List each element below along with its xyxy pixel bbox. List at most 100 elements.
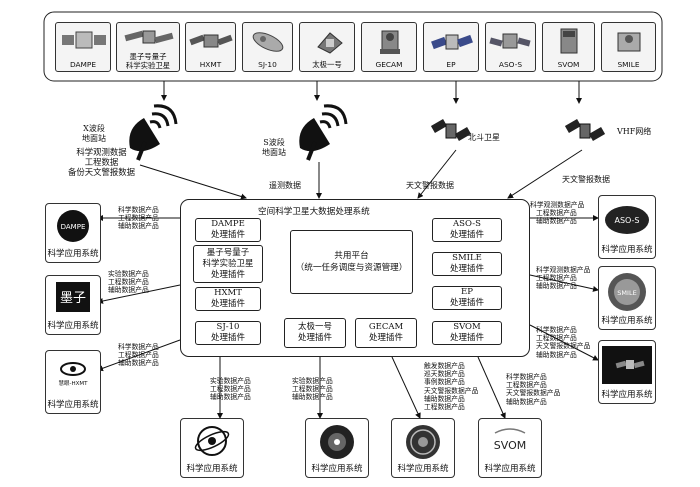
products-bottom-1: 实验数据产品 工程数据产品 辅助数据产品 xyxy=(210,377,251,402)
app-label: 科学应用系统 xyxy=(47,400,99,410)
product-line: 辅助数据产品 xyxy=(536,350,577,359)
dampe-logo-icon: DAMPE xyxy=(57,210,89,242)
satellite-mozi-icon xyxy=(124,30,174,44)
satellite-dampe-icon xyxy=(62,31,106,49)
plugin-name: 墨子号量子 xyxy=(206,247,250,258)
plugin-type: 处理插件 xyxy=(449,333,484,343)
satellite-label: 太极一号 xyxy=(312,60,342,69)
x-band-data-line3: 备份天文警报数据 xyxy=(68,167,135,177)
satellite-hxmt: HXMT xyxy=(185,22,236,72)
products-left-3: 科学数据产品 工程数据产品 辅助数据产品 xyxy=(118,343,159,368)
product-line: 辅助数据产品 xyxy=(108,286,149,295)
s-band-line1: S波段 xyxy=(263,138,285,147)
product-line: 辅助数据产品 xyxy=(506,397,547,406)
plugin-name: SVOM xyxy=(453,322,481,332)
product-line: 工程数据产品 xyxy=(118,351,159,360)
satellite-dampe: DAMPE xyxy=(55,22,111,72)
plugin-name: SJ-10 xyxy=(216,322,240,332)
product-line: 天文警报数据产品 xyxy=(424,386,479,395)
app-label: 科学应用系统 xyxy=(47,249,99,259)
app-label: 科学应用系统 xyxy=(311,464,363,474)
satellite-taiji-icon xyxy=(317,32,343,54)
vhf-data-label: 天文警报数据 xyxy=(562,175,610,184)
satellite-label: SMILE xyxy=(617,60,640,69)
mozi-logo-text: 墨子 xyxy=(60,291,86,306)
app-label: 科学应用系统 xyxy=(601,390,653,400)
plugin-name: DAMPE xyxy=(211,219,245,229)
asos-logo-text: ASO-S xyxy=(614,216,639,225)
app-system-smile: SMILE 科学应用系统 xyxy=(598,266,656,330)
plugin-taiji: 太极一号 处理插件 xyxy=(284,318,346,348)
product-line: 工程数据产品 xyxy=(118,214,159,223)
product-line: 辅助数据产品 xyxy=(292,393,333,402)
beidou-label: 北斗卫星 xyxy=(468,133,500,142)
plugin-type: 处理插件 xyxy=(449,298,484,308)
satellite-label: SVOM xyxy=(557,60,580,69)
satellite-gecam-icon xyxy=(380,30,400,54)
app-label: 科学应用系统 xyxy=(47,321,99,331)
s-band-line2: 地面站 xyxy=(262,148,286,157)
plugin-type: 处理插件 xyxy=(297,333,332,343)
plugin-type: 处理插件 xyxy=(210,269,245,280)
product-line: 科学数据产品 xyxy=(536,326,577,334)
app-system-sj10: 科学应用系统 xyxy=(180,418,244,478)
product-line: 实验数据产品 xyxy=(210,377,251,385)
product-line: 事例数据产品 xyxy=(424,378,465,387)
product-line: 工程数据产品 xyxy=(210,385,251,394)
products-bottom-4: 科学数据产品 工程数据产品 天文警报数据产品 辅助数据产品 xyxy=(506,373,560,406)
product-line: 辅助数据产品 xyxy=(536,282,577,291)
product-line: 触发数据产品 xyxy=(424,362,465,370)
beidou-data-label: 天文警报数据 xyxy=(406,181,454,190)
satellite-label: HXMT xyxy=(199,60,222,69)
plugin-gecam: GECAM 处理插件 xyxy=(355,318,417,348)
app-system-dampe: DAMPE 科学应用系统 xyxy=(45,203,101,263)
satellite-taiji: 太极一号 xyxy=(299,22,355,72)
gecam-logo-icon xyxy=(406,425,440,459)
x-band-line1: X波段 xyxy=(83,124,105,133)
x-band-data-line2: 工程数据 xyxy=(84,157,119,167)
plugin-name: EP xyxy=(461,287,473,297)
asos-logo-icon: ASO-S xyxy=(605,206,649,234)
satellite-svom-icon xyxy=(560,28,578,54)
products-bottom-3: 触发数据产品 巡天数据产品 事例数据产品 天文警报数据产品 辅助数据产品 工程数… xyxy=(424,362,478,411)
satellite-sj10-icon xyxy=(252,32,284,52)
app-label: 科学应用系统 xyxy=(484,464,536,474)
plugin-dampe: DAMPE 处理插件 xyxy=(195,218,261,242)
common-platform: 共用平台 （统一任务调度与资源管理） xyxy=(290,230,413,294)
platform-subtitle: （统一任务调度与资源管理） xyxy=(295,263,408,273)
product-line: 工程数据产品 xyxy=(424,403,465,412)
vhf-satellite-icon xyxy=(564,119,606,141)
satellite-mozi-line1: 墨子号量子 xyxy=(129,52,167,61)
x-band-station-label: X波段 地面站 xyxy=(82,124,106,144)
app-label: 科学应用系统 xyxy=(186,464,238,474)
satellite-ep: EP xyxy=(423,22,479,72)
plugin-type: 处理插件 xyxy=(210,299,245,309)
satellite-label: DAMPE xyxy=(69,60,97,69)
satellite-hxmt-icon xyxy=(189,34,233,48)
product-line: 天文警报数据产品 xyxy=(506,389,561,398)
product-line: 辅助数据产品 xyxy=(118,359,159,368)
plugin-type: 处理插件 xyxy=(210,333,245,343)
product-line: 实验数据产品 xyxy=(292,377,333,385)
satellite-label: 墨子号量子 科学实验卫星 xyxy=(117,52,179,70)
platform-title: 共用平台 xyxy=(334,251,369,261)
satellite-label: SJ-10 xyxy=(258,60,277,69)
plugin-mozi: 墨子号量子 科学实验卫星 处理插件 xyxy=(193,245,263,283)
satellite-sj10: SJ-10 xyxy=(242,22,293,72)
products-bottom-2: 实验数据产品 工程数据产品 辅助数据产品 xyxy=(292,377,333,402)
satellite-label: GECAM xyxy=(375,60,403,69)
app-system-ep: 科学应用系统 xyxy=(598,340,656,404)
satellite-label: EP xyxy=(446,60,456,69)
plugin-type: 处理插件 xyxy=(449,264,484,274)
product-line: 实验数据产品 xyxy=(108,270,149,278)
app-label: 科学应用系统 xyxy=(397,464,449,474)
plugin-type: 处理插件 xyxy=(210,230,245,240)
products-left-2: 实验数据产品 工程数据产品 辅助数据产品 xyxy=(108,270,149,295)
product-line: 工程数据产品 xyxy=(536,334,577,343)
smile-logo-icon: SMILE xyxy=(608,273,646,311)
plugin-name: HXMT xyxy=(214,288,242,298)
product-line: 天文警报数据产品 xyxy=(536,342,591,351)
x-band-line2: 地面站 xyxy=(82,134,106,143)
plugin-type: 处理插件 xyxy=(449,230,484,240)
plugin-sj10: SJ-10 处理插件 xyxy=(195,321,261,345)
